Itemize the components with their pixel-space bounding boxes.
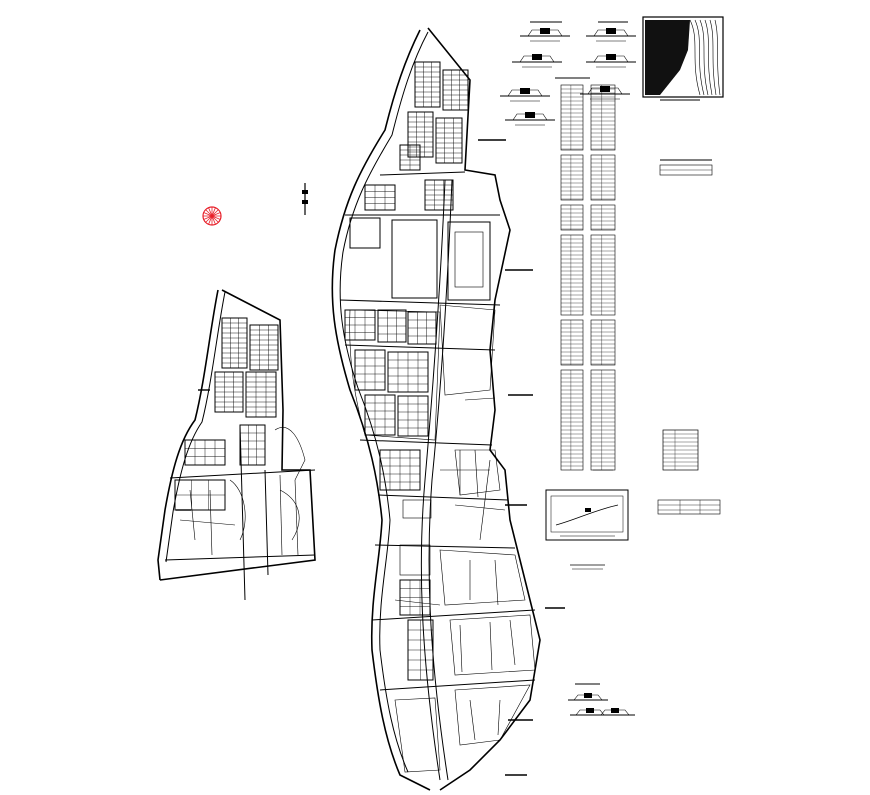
- legend-table: [659, 159, 713, 176]
- secondary-site-plan: [157, 289, 316, 601]
- road-cross-sections: [500, 21, 636, 126]
- bottom-cross-sections: [568, 683, 635, 716]
- north-arrow-icon: [202, 206, 222, 226]
- main-site-plan: [331, 27, 541, 791]
- area-schedule-tables: [560, 77, 616, 471]
- summary-table: [662, 429, 699, 471]
- location-map: [642, 16, 724, 101]
- scale-bar: [302, 183, 308, 215]
- notes-table: [657, 499, 721, 515]
- key-plan-box: [545, 489, 629, 570]
- annotation-marks: [176, 139, 565, 776]
